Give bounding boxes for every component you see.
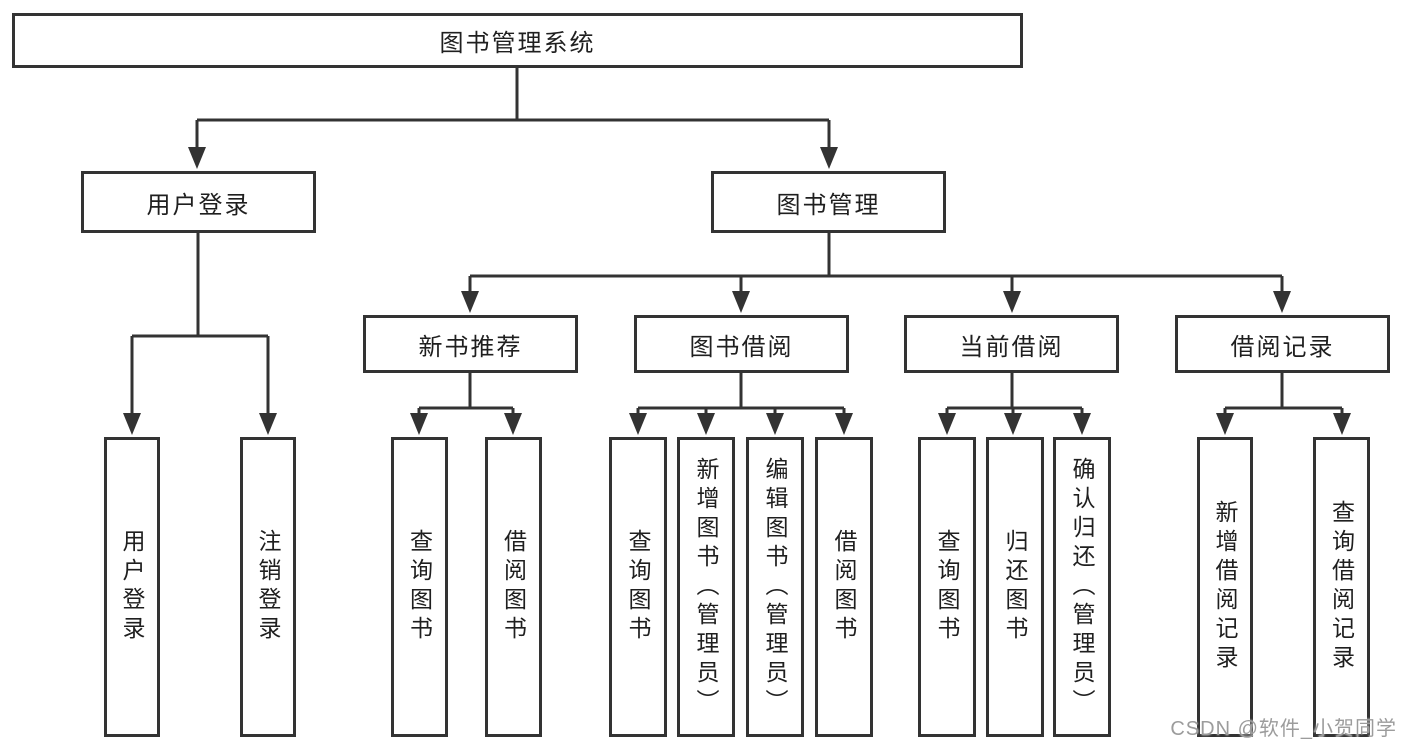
node-user-login: 用户登录	[81, 171, 316, 233]
leaf-edit-books-admin: 编辑图书（管理员）	[746, 437, 804, 737]
leaf-add-books-admin: 新增图书（管理员）	[677, 437, 735, 737]
connector-root	[195, 68, 831, 150]
arrow-icon	[835, 413, 853, 435]
leaf-borrow-books-label: 借阅图书	[831, 529, 857, 645]
node-root: 图书管理系统	[12, 13, 1023, 68]
node-user-login-label: 用户登录	[146, 191, 251, 219]
leaf-confirm-return-admin: 确认归还（管理员）	[1053, 437, 1111, 737]
node-book-borrowing-label: 图书借阅	[689, 333, 794, 361]
leaf-user-login: 用户登录	[104, 437, 160, 737]
arrow-icon	[188, 147, 206, 169]
arrow-icon	[461, 291, 479, 313]
leaf-confirm-return-admin-label: 确认归还（管理员）	[1069, 456, 1095, 718]
arrow-icon	[1073, 413, 1091, 435]
arrow-icon	[504, 413, 522, 435]
leaf-edit-books-admin-label: 编辑图书（管理员）	[762, 456, 788, 718]
leaf-query-books-recommend: 查询图书	[391, 437, 448, 737]
leaf-logout: 注销登录	[240, 437, 296, 737]
arrow-icon	[938, 413, 956, 435]
leaf-user-login-label: 用户登录	[119, 529, 145, 645]
connector-records	[1223, 373, 1344, 416]
leaf-query-books-borrowing: 查询图书	[609, 437, 667, 737]
leaf-add-books-admin-label: 新增图书（管理员）	[693, 456, 719, 718]
node-borrowing-records-label: 借阅记录	[1230, 333, 1335, 361]
arrow-icon	[1003, 291, 1021, 313]
node-root-label: 图书管理系统	[439, 30, 596, 57]
arrow-icon	[629, 413, 647, 435]
csdn-watermark: CSDN @软件_小贺同学	[1170, 718, 1397, 740]
leaf-add-borrow-record: 新增借阅记录	[1197, 437, 1253, 737]
node-current-borrowing-label: 当前借阅	[959, 333, 1064, 361]
arrow-icon	[259, 413, 277, 435]
arrow-icon	[1333, 413, 1351, 435]
connector-book-management	[468, 233, 1284, 295]
connector-user-login	[130, 233, 270, 416]
node-book-management-label: 图书管理	[776, 191, 881, 219]
node-book-management: 图书管理	[711, 171, 946, 233]
leaf-add-borrow-record-label: 新增借阅记录	[1212, 500, 1238, 674]
leaf-query-books-borrowing-label: 查询图书	[625, 529, 651, 645]
leaf-borrow-books-recommend: 借阅图书	[485, 437, 542, 737]
leaf-query-books-current-label: 查询图书	[934, 529, 960, 645]
connector-current	[945, 373, 1084, 416]
node-new-book-recommendation-label: 新书推荐	[418, 333, 523, 361]
connector-borrowing	[636, 373, 846, 416]
leaf-query-borrow-record-label: 查询借阅记录	[1328, 500, 1355, 674]
arrow-icon	[1216, 413, 1234, 435]
arrow-icon	[732, 291, 750, 313]
arrow-icon	[766, 413, 784, 435]
leaf-query-books-current: 查询图书	[918, 437, 976, 737]
leaf-query-books-recommend-label: 查询图书	[406, 529, 433, 645]
arrow-icon	[123, 413, 141, 435]
leaf-logout-label: 注销登录	[255, 529, 281, 645]
leaf-return-books-label: 归还图书	[1002, 529, 1028, 645]
arrow-icon	[820, 147, 838, 169]
leaf-query-borrow-record: 查询借阅记录	[1313, 437, 1370, 737]
arrow-icon	[1273, 291, 1291, 313]
arrow-icon	[697, 413, 715, 435]
node-book-borrowing: 图书借阅	[634, 315, 849, 373]
leaf-borrow-books: 借阅图书	[815, 437, 873, 737]
leaf-borrow-books-recommend-label: 借阅图书	[500, 529, 527, 645]
node-current-borrowing: 当前借阅	[904, 315, 1119, 373]
node-borrowing-records: 借阅记录	[1175, 315, 1390, 373]
node-new-book-recommendation: 新书推荐	[363, 315, 578, 373]
connector-new-book	[417, 373, 515, 416]
leaf-return-books: 归还图书	[986, 437, 1044, 737]
arrow-icon	[410, 413, 428, 435]
arrow-icon	[1004, 413, 1022, 435]
